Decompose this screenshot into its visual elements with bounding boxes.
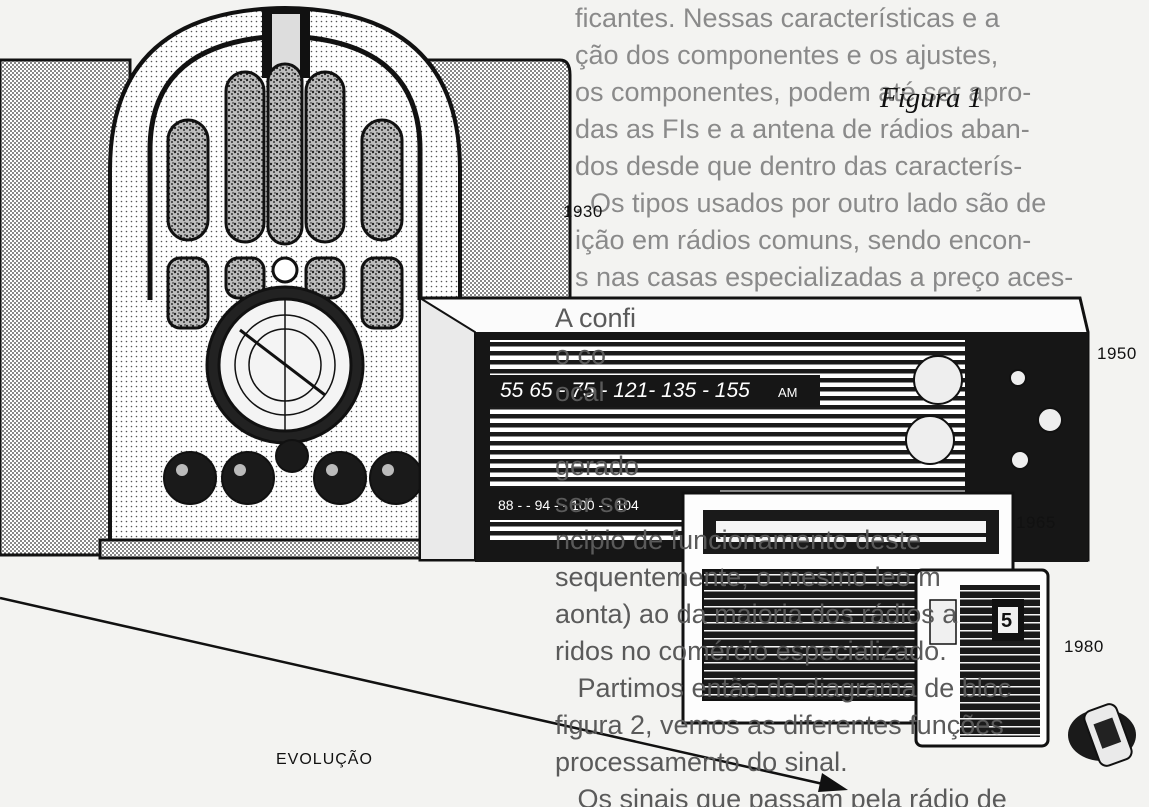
background-text-line: ição em rádios comuns, sendo encon- [575, 225, 1032, 255]
background-text-line: ser se [555, 488, 629, 518]
evolution-axis-label: EVOLUÇÃO [276, 751, 373, 768]
dial-am-scale: 55 65 - 75 - 121- 135 - 155 [500, 379, 750, 402]
background-article-bottom: A confi o co ocal gerado ser se ncipio de fun… [555, 300, 1011, 807]
background-text-line: ção dos componentes e os ajustes, [575, 40, 999, 70]
year-label-1965: 1965 [1016, 513, 1056, 532]
background-text-line: dos desde que dentro das caracterís- [575, 151, 1023, 181]
background-text-line: processamento do sinal. [555, 747, 848, 777]
background-text-line: sequentemente, o mesmo leo m [555, 562, 941, 592]
background-text-line: Partimos então do diagrama de bloc [555, 673, 1012, 703]
background-text-line: figura 2, vemos as diferentes funções [555, 710, 1004, 740]
display-digit: 5 [1001, 610, 1012, 632]
background-text-line: o co [555, 340, 607, 370]
background-text-line [555, 411, 1011, 448]
background-text-line: ridos no comércio especializado. [555, 636, 947, 666]
year-label-1930: 1930 [563, 202, 603, 221]
background-text-line: A confi [555, 303, 637, 333]
background-text-line: ncipio de funcionamento deste [555, 525, 922, 555]
background-text-line: . Os tipos usados por outro lado são de [575, 188, 1047, 218]
year-label-1950: 1950 [1097, 344, 1137, 363]
radio-1965 [681, 491, 1015, 725]
background-text-line: s nas casas especializadas a preço aces- [575, 262, 1074, 292]
radio-1980 [914, 568, 1050, 748]
dial-am-label: AM [778, 385, 798, 400]
figure-caption: Figura 1 [880, 82, 983, 114]
year-label-1980: 1980 [1064, 637, 1104, 656]
background-text-line: Os sinais que passam pela rádio de [555, 784, 1007, 807]
evolution-arrow [0, 596, 848, 792]
background-text-line: das as FIs e a antena de rádios aban- [575, 114, 1030, 144]
radio-1930 [0, 5, 572, 560]
background-text-line: ficantes. Nessas características e a [575, 3, 1000, 33]
background-text-line: os componentes, podem até ser apro- [575, 77, 1032, 107]
background-text-line: ocal [555, 377, 605, 407]
dial-fm-scale: 88 - - 94 - - 100 - - 104 [498, 497, 639, 513]
watch-radio [1068, 703, 1136, 767]
background-text-line: aonta) ao da maioria dos rádios a [555, 599, 958, 629]
background-text-line: gerado [555, 451, 640, 481]
